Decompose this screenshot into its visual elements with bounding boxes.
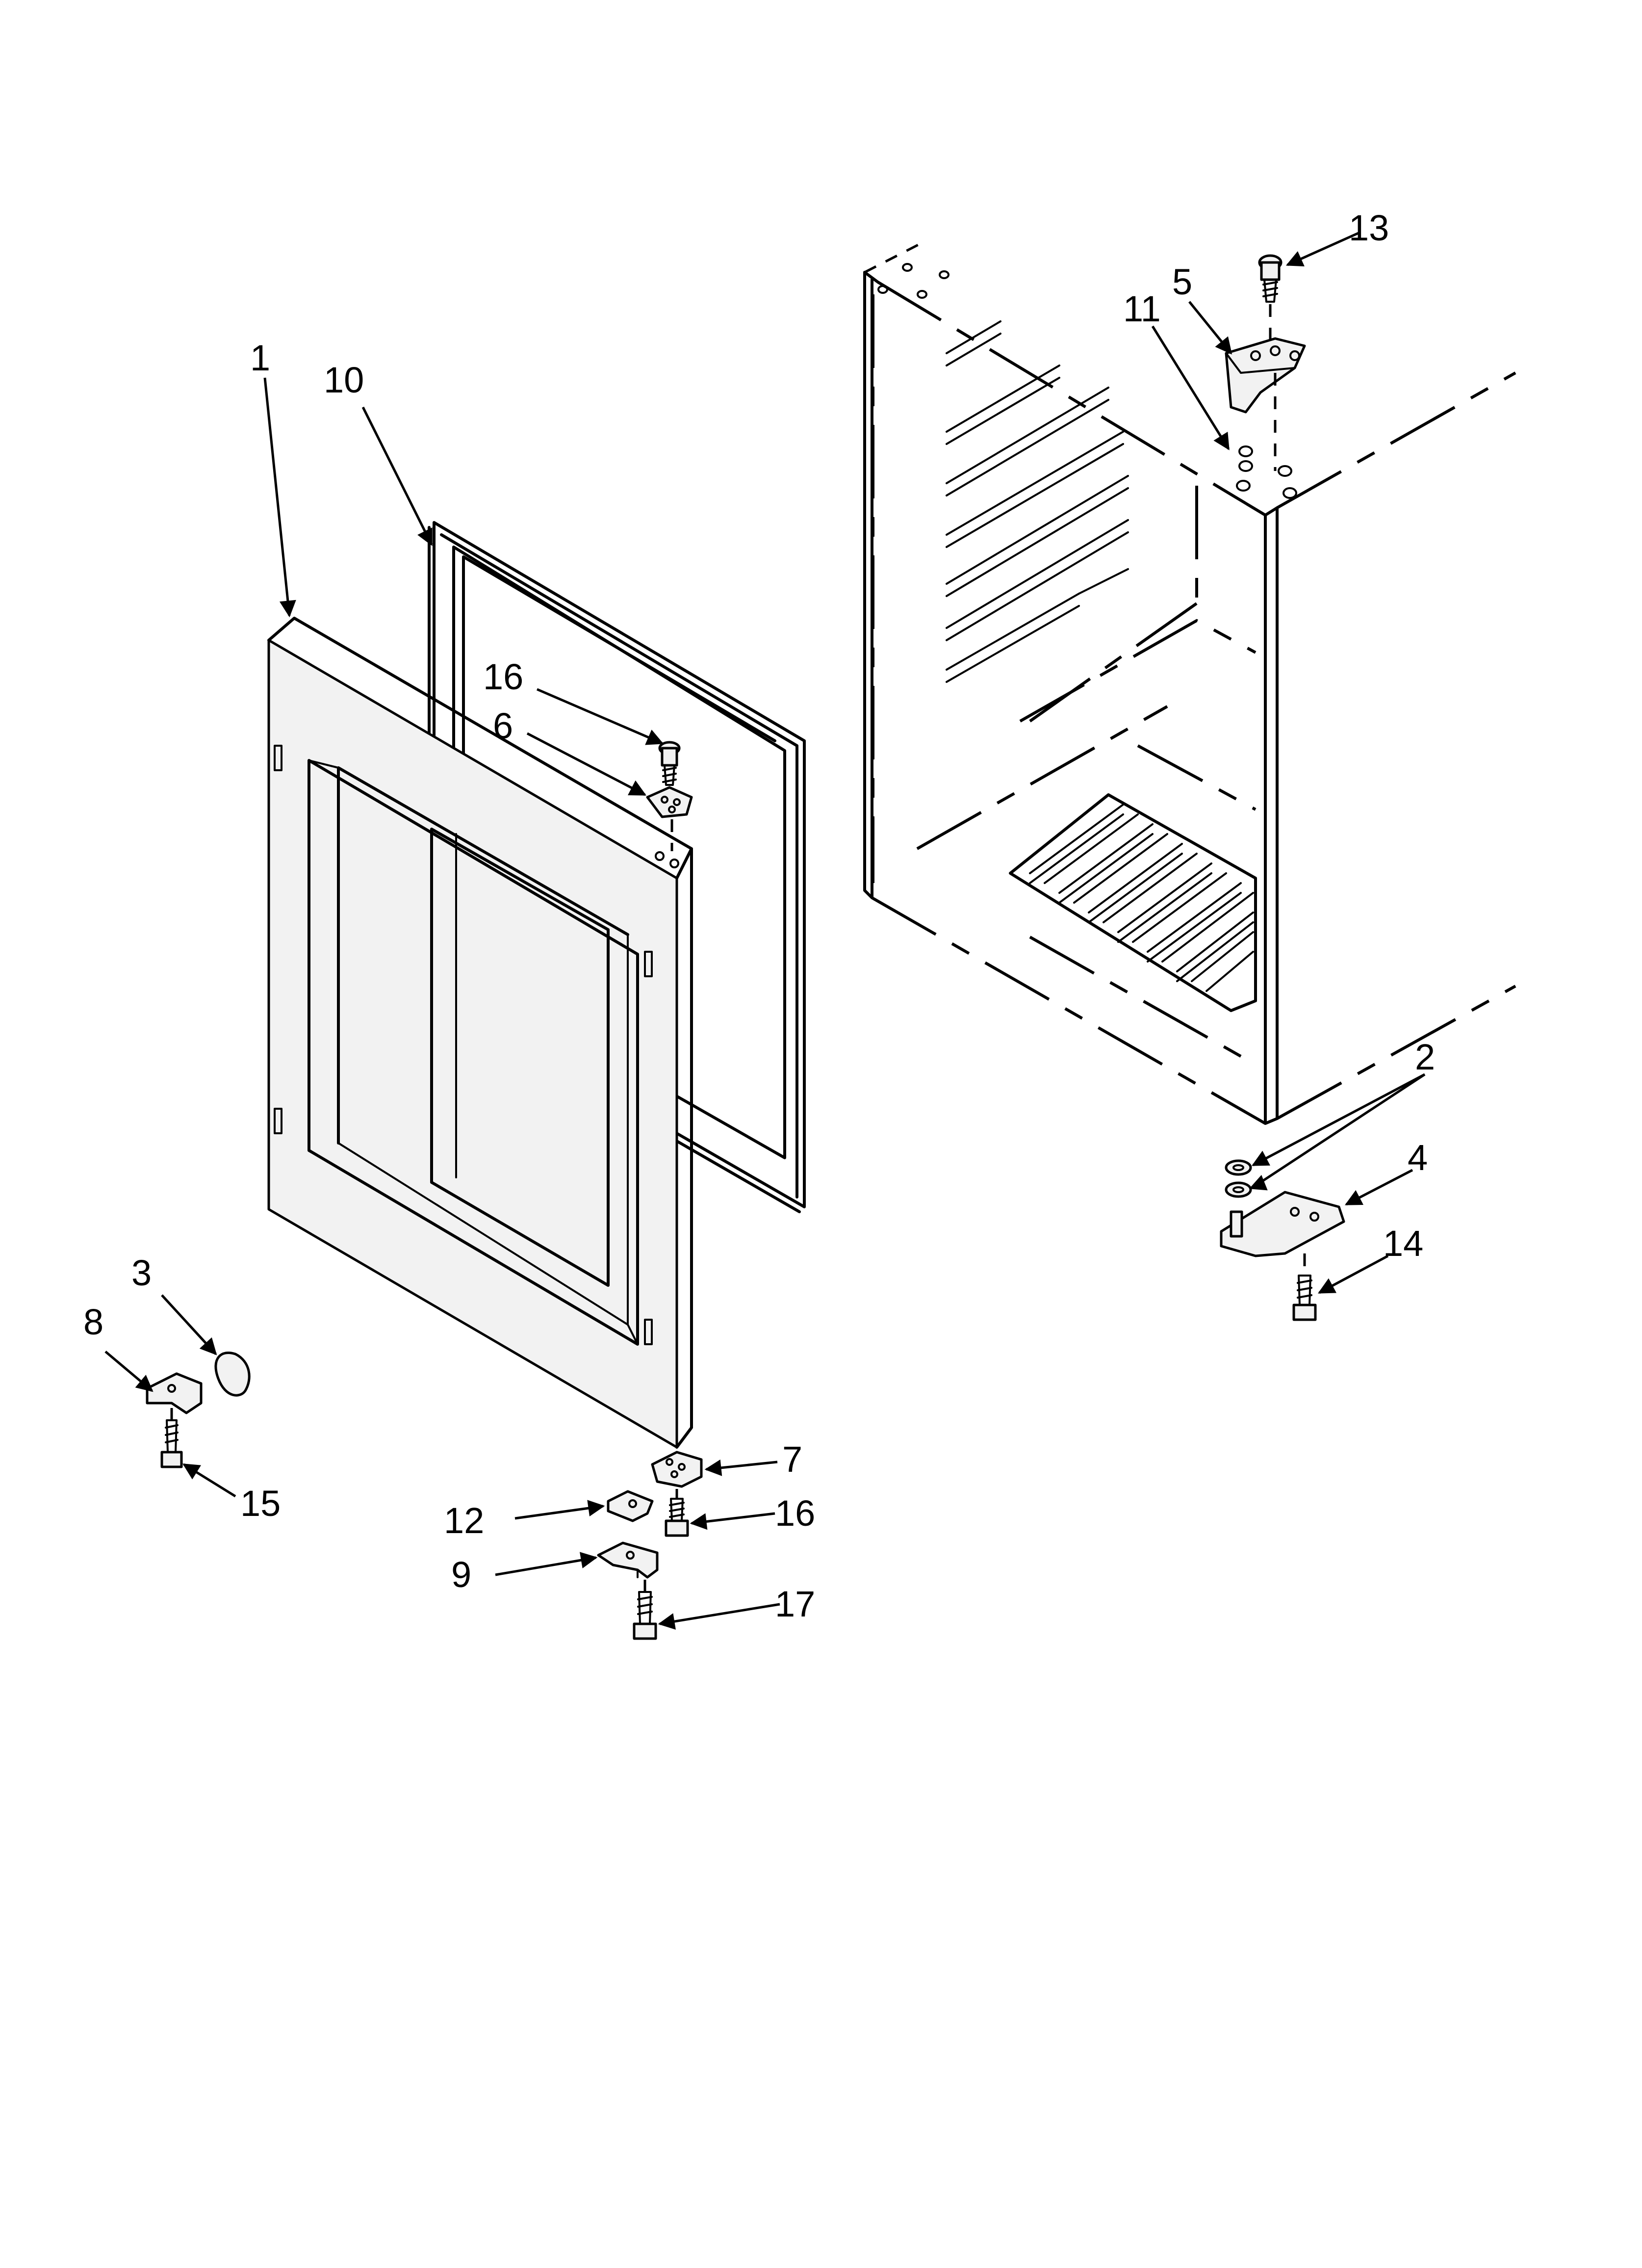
door-frame xyxy=(267,617,693,1449)
callout-17: 17 xyxy=(775,1584,815,1624)
callout-2: 2 xyxy=(1415,1037,1435,1077)
callout-16-upper: 16 xyxy=(483,656,523,697)
door-bottom-hinge-plate xyxy=(651,1451,703,1488)
door-top-screw xyxy=(658,741,681,786)
callout-4: 4 xyxy=(1408,1137,1428,1178)
callout-14: 14 xyxy=(1383,1223,1423,1264)
callout-16-lower: 16 xyxy=(775,1493,815,1534)
hinge-shim xyxy=(607,1490,654,1522)
cabinet xyxy=(863,241,1516,1125)
door-stop-screw xyxy=(160,1408,183,1468)
top-hinge-screw xyxy=(1258,254,1283,343)
callout-13: 13 xyxy=(1349,208,1389,248)
hinge-cover-cap xyxy=(214,1351,251,1397)
callout-labels: 1 10 16 6 13 5 11 2 4 14 3 8 15 7 12 16 … xyxy=(83,208,1435,1624)
callout-10: 10 xyxy=(324,360,364,400)
callout-7: 7 xyxy=(782,1439,802,1480)
door-closer-bracket xyxy=(597,1541,659,1579)
callout-6: 6 xyxy=(493,705,513,746)
callout-11: 11 xyxy=(1123,288,1161,329)
washers xyxy=(1225,1159,1252,1198)
bottom-hinge-screw xyxy=(1292,1253,1317,1321)
callout-leaders xyxy=(104,232,1426,1630)
door-stop-bracket xyxy=(146,1372,203,1414)
callout-12: 12 xyxy=(444,1500,484,1541)
callout-15: 15 xyxy=(240,1483,281,1524)
top-holes xyxy=(877,263,1297,499)
door-top-hinge-plate xyxy=(646,786,693,851)
callout-5: 5 xyxy=(1172,261,1192,302)
callout-3: 3 xyxy=(131,1252,152,1293)
floor-grille xyxy=(1009,793,1257,1012)
bottom-hinge xyxy=(1220,1191,1345,1257)
callout-9: 9 xyxy=(451,1554,471,1595)
door-bottom-screw xyxy=(665,1489,689,1537)
callout-1: 1 xyxy=(250,338,270,378)
side-vents xyxy=(946,320,1129,683)
callout-8: 8 xyxy=(83,1302,103,1342)
door-closer-screw xyxy=(633,1580,657,1640)
top-hinge-bracket xyxy=(1225,337,1306,471)
